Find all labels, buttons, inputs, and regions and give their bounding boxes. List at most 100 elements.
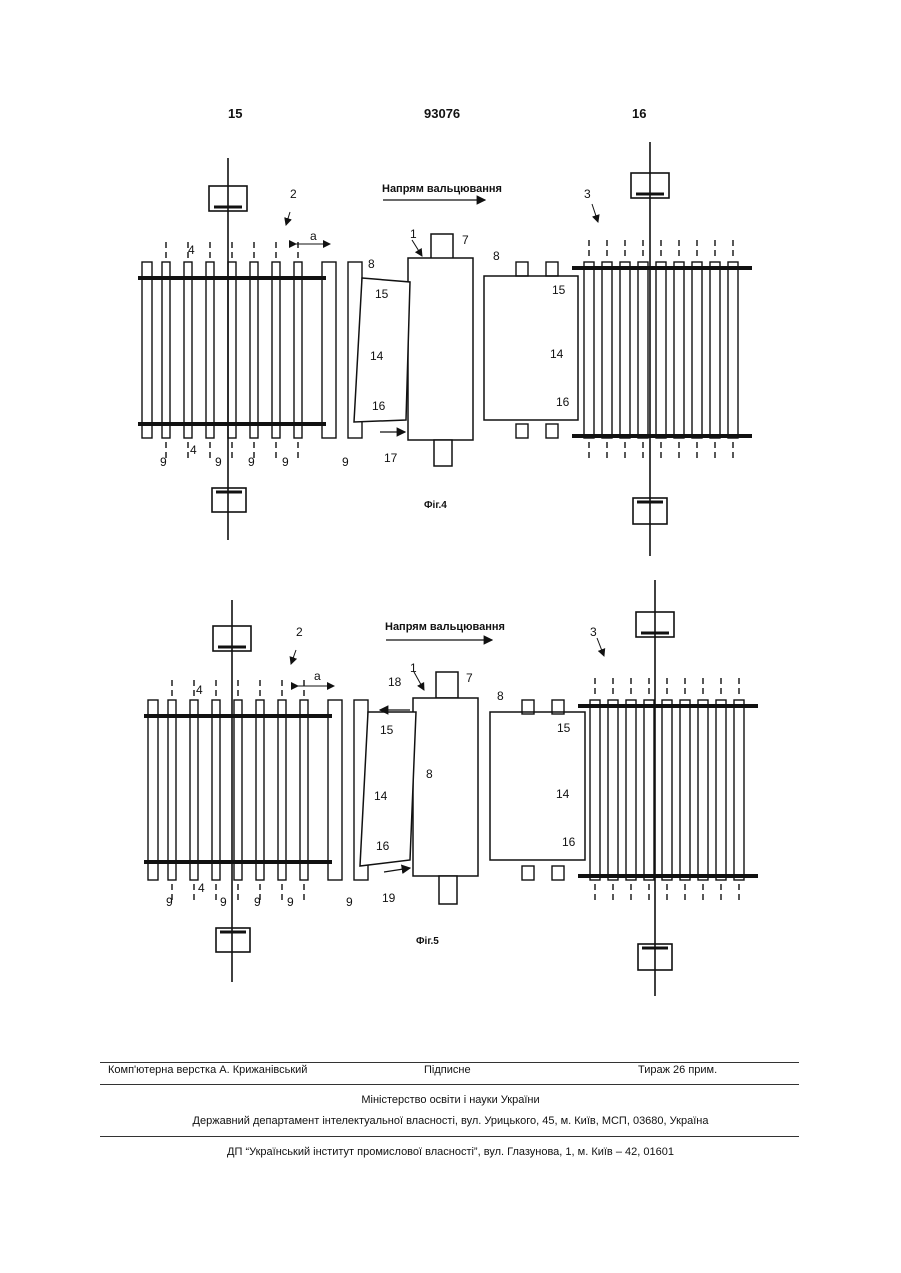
roller bbox=[184, 262, 192, 438]
fig4-label-17: 17 bbox=[384, 451, 398, 465]
roller bbox=[674, 262, 684, 438]
fig5-label-3: 3 bbox=[590, 625, 597, 639]
fig5-label-9c: 9 bbox=[254, 895, 261, 909]
roller bbox=[608, 700, 618, 880]
fig4-label-8-left: 8 bbox=[368, 257, 375, 271]
fig4-label-9e: 9 bbox=[342, 455, 349, 469]
fig4-label-15-left: 15 bbox=[375, 287, 389, 301]
fig5-label-2: 2 bbox=[296, 625, 303, 639]
fig4-label-4-top: 4 bbox=[188, 243, 195, 257]
roller bbox=[250, 262, 258, 438]
fig4-label-9b: 9 bbox=[215, 455, 222, 469]
fig4-label-a: a bbox=[310, 229, 317, 243]
fig5-label-9d: 9 bbox=[287, 895, 294, 909]
fig4-label-9c: 9 bbox=[248, 455, 255, 469]
fig5-label-18: 18 bbox=[388, 675, 402, 689]
fig5-label-9b: 9 bbox=[220, 895, 227, 909]
roller-stub bbox=[546, 262, 558, 276]
left-roller-table bbox=[144, 680, 368, 900]
left-roller-table bbox=[138, 242, 362, 458]
fig4-label-9d: 9 bbox=[282, 455, 289, 469]
roller bbox=[206, 262, 214, 438]
roller bbox=[278, 700, 286, 880]
roller bbox=[590, 700, 600, 880]
fig4-label-4-bottom: 4 bbox=[190, 443, 197, 457]
fig4-label-8-right: 8 bbox=[493, 249, 500, 263]
fig5-label-16-left: 16 bbox=[376, 839, 390, 853]
fig4-label-1: 1 bbox=[410, 227, 417, 241]
footer-rule-top bbox=[100, 1062, 799, 1063]
fig4-label-2: 2 bbox=[290, 187, 297, 201]
fig5-direction-label: Напрям вальцювання bbox=[385, 621, 505, 633]
roller bbox=[190, 700, 198, 880]
figure-5 bbox=[144, 580, 758, 996]
fig5-label-8-mid: 8 bbox=[426, 767, 433, 781]
roller bbox=[638, 262, 648, 438]
fig4-label-16-right: 16 bbox=[556, 395, 570, 409]
fig5-label-4-bottom: 4 bbox=[198, 881, 205, 895]
roller bbox=[328, 700, 342, 880]
fig5-label-7: 7 bbox=[466, 671, 473, 685]
fig5-label-16-right: 16 bbox=[562, 835, 576, 849]
roller bbox=[602, 262, 612, 438]
roller bbox=[680, 700, 690, 880]
roller bbox=[644, 700, 654, 880]
roller bbox=[228, 262, 236, 438]
roller bbox=[662, 700, 672, 880]
fig4-label-14-left: 14 bbox=[370, 349, 384, 363]
roller bbox=[142, 262, 152, 438]
fig4-label-16-left: 16 bbox=[372, 399, 386, 413]
fig4-label-7: 7 bbox=[462, 233, 469, 247]
roller bbox=[728, 262, 738, 438]
fig4-label-14-right: 14 bbox=[550, 347, 564, 361]
roller bbox=[626, 700, 636, 880]
roller bbox=[272, 262, 280, 438]
fig5-caption: Фіг.5 bbox=[416, 936, 439, 947]
roller bbox=[584, 262, 594, 438]
footer-institute: ДП “Український інститут промислової вла… bbox=[0, 1146, 901, 1158]
roller bbox=[734, 700, 744, 880]
fig5-label-15-right: 15 bbox=[557, 721, 571, 735]
work-roll bbox=[408, 234, 473, 466]
roller bbox=[692, 262, 702, 438]
footer-department: Державний департамент інтелектуальної вл… bbox=[0, 1115, 901, 1127]
footer-rule-bottom bbox=[100, 1136, 799, 1137]
roller bbox=[256, 700, 264, 880]
roller bbox=[710, 262, 720, 438]
fig5-label-14-left: 14 bbox=[374, 789, 388, 803]
roller-stub bbox=[552, 866, 564, 880]
roller bbox=[698, 700, 708, 880]
fig4-caption: Фіг.4 bbox=[424, 500, 447, 511]
fig4-direction-label: Напрям вальцювання bbox=[382, 183, 502, 195]
fig5-label-1: 1 bbox=[410, 661, 417, 675]
roller bbox=[168, 700, 176, 880]
fig4-label-15-right: 15 bbox=[552, 283, 566, 297]
roller-stub bbox=[516, 424, 528, 438]
fig5-label-4-top: 4 bbox=[196, 683, 203, 697]
roller-stub bbox=[546, 424, 558, 438]
roller bbox=[620, 262, 630, 438]
fig5-label-9a: 9 bbox=[166, 895, 173, 909]
roller bbox=[716, 700, 726, 880]
work-roll bbox=[413, 672, 478, 904]
roller bbox=[294, 262, 302, 438]
roller bbox=[148, 700, 158, 880]
roller bbox=[322, 262, 336, 438]
roller bbox=[656, 262, 666, 438]
fig4-label-9a: 9 bbox=[160, 455, 167, 469]
roller-stub bbox=[522, 866, 534, 880]
fig5-label-19: 19 bbox=[382, 891, 396, 905]
fig5-label-9e: 9 bbox=[346, 895, 353, 909]
roller-stub bbox=[516, 262, 528, 276]
footer-ministry: Міністерство освіти і науки України bbox=[0, 1094, 901, 1106]
roller bbox=[162, 262, 170, 438]
roller bbox=[212, 700, 220, 880]
footer-circulation: Тираж 26 прим. bbox=[638, 1064, 717, 1076]
footer-signed: Підписне bbox=[424, 1064, 471, 1076]
footer-rule-mid bbox=[100, 1084, 799, 1085]
fig4-label-3: 3 bbox=[584, 187, 591, 201]
roller bbox=[300, 700, 308, 880]
fig5-label-a: a bbox=[314, 669, 321, 683]
footer-typesetter: Комп'ютерна верстка А. Крижанівський bbox=[108, 1064, 307, 1076]
